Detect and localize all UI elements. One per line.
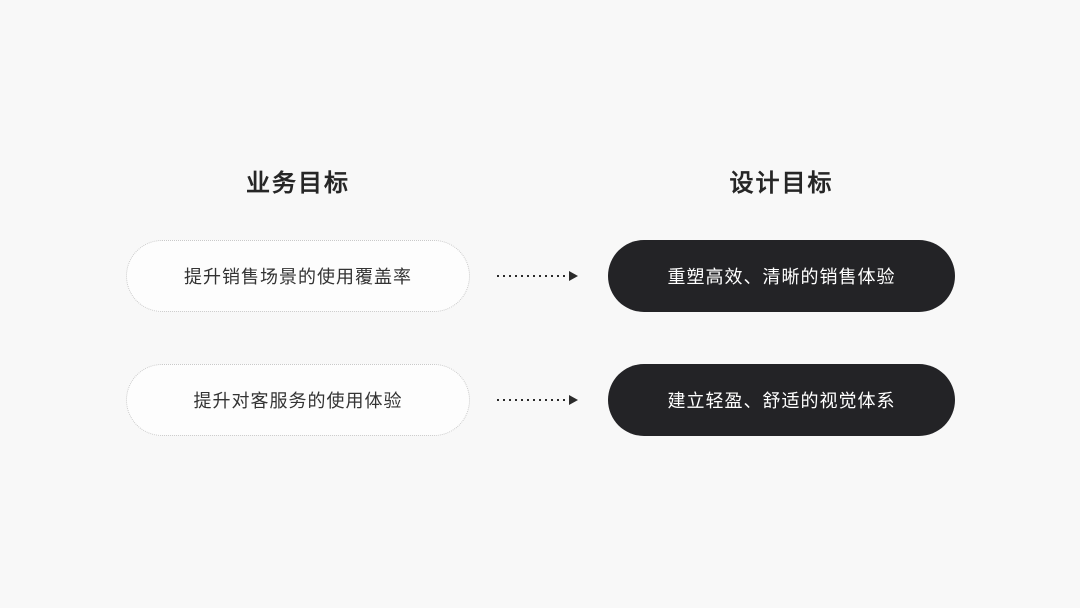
business-goal-pill-1: 提升销售场景的使用覆盖率 bbox=[126, 240, 470, 312]
arrow-line bbox=[497, 275, 569, 277]
business-goal-pill-2: 提升对客服务的使用体验 bbox=[126, 364, 470, 436]
design-goal-pill-2: 建立轻盈、舒适的视觉体系 bbox=[608, 364, 955, 436]
arrow-head bbox=[569, 271, 578, 281]
dotted-arrow-right-icon bbox=[497, 394, 578, 406]
arrow-line bbox=[497, 399, 569, 401]
dotted-arrow-right-icon bbox=[497, 270, 578, 282]
business-goals-header: 业务目标 bbox=[246, 170, 350, 197]
arrow-head bbox=[569, 395, 578, 405]
design-goals-header: 设计目标 bbox=[729, 170, 834, 197]
design-goal-pill-1: 重塑高效、清晰的销售体验 bbox=[608, 240, 955, 312]
